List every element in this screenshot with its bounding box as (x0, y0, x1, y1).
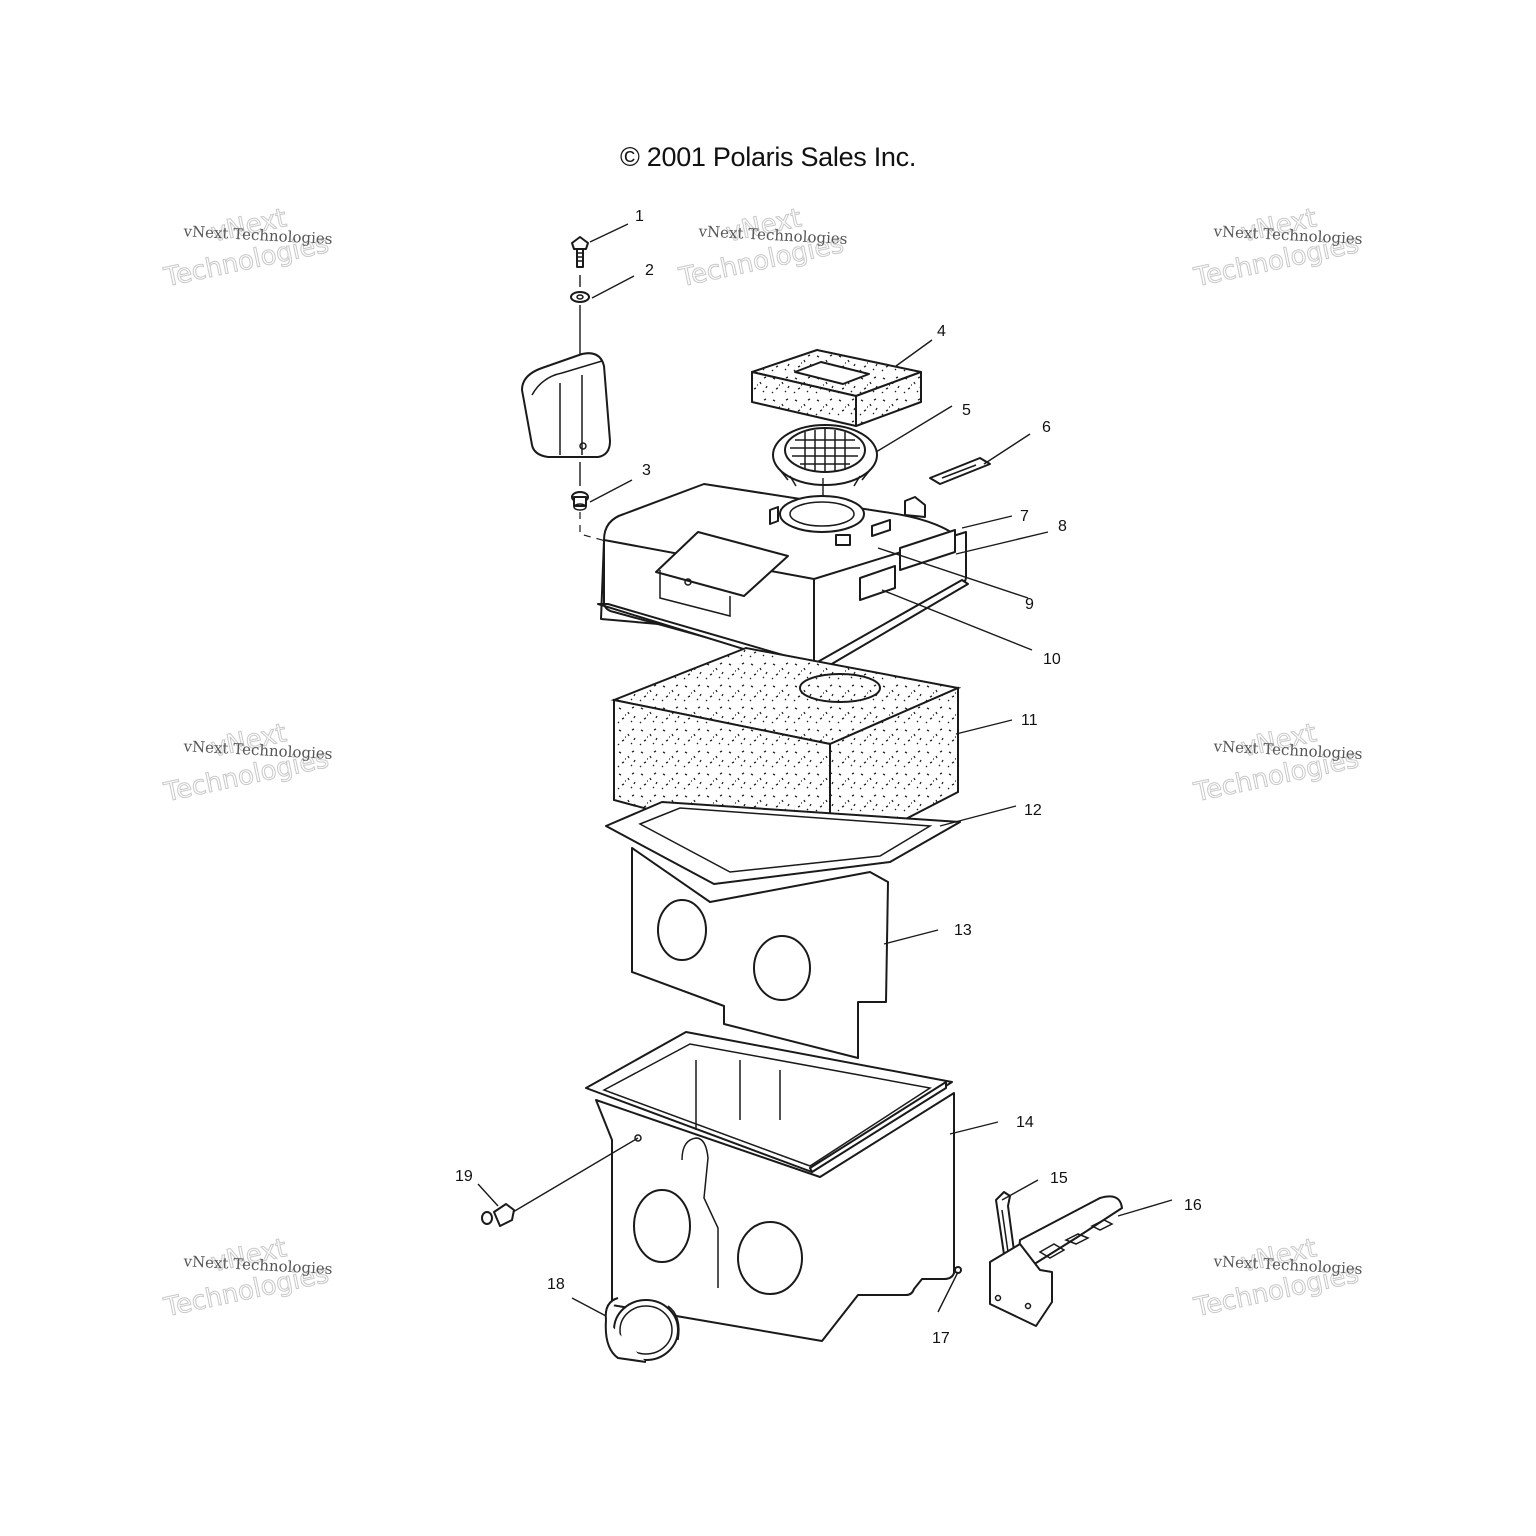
leader-lines (477, 223, 1173, 1317)
callout-18: 18 (547, 1276, 565, 1293)
part-2-washer (570, 291, 590, 303)
callout-1: 1 (635, 208, 644, 225)
part-7-airbox-lid (597, 483, 969, 673)
callout-10: 10 (1043, 651, 1061, 668)
callout-6: 6 (1042, 419, 1051, 436)
part-18-intake-boot (604, 1297, 680, 1363)
callout-3: 3 (642, 462, 651, 479)
callout-12: 12 (1024, 802, 1042, 819)
part-5-screen (772, 424, 878, 510)
alignment-line (512, 1137, 639, 1213)
part-19-drain-fitting (481, 1203, 515, 1227)
part-16-bracket (989, 1195, 1123, 1327)
callout-14: 14 (1016, 1114, 1034, 1131)
callout-11: 11 (1021, 712, 1038, 729)
callout-8: 8 (1058, 518, 1067, 535)
part-12-gasket (605, 801, 961, 885)
part-4-foam-pad (751, 349, 922, 427)
callout-4: 4 (937, 323, 946, 340)
callout-9: 9 (1025, 596, 1034, 613)
callout-5: 5 (962, 402, 971, 419)
callout-2: 2 (645, 262, 654, 279)
callout-19: 19 (455, 1168, 473, 1185)
part-3-grommet (571, 491, 589, 511)
callout-13: 13 (954, 922, 972, 939)
callout-17: 17 (932, 1330, 950, 1347)
part-13-baffle-plate (631, 847, 889, 1059)
part-6-strip (929, 457, 991, 485)
intake-cover (521, 352, 611, 458)
callout-15: 15 (1050, 1170, 1068, 1187)
callout-7: 7 (1020, 508, 1029, 525)
copyright-notice: © 2001 Polaris Sales Inc. (619, 142, 917, 172)
callout-numbers: 1 2 3 4 5 6 7 8 9 10 11 12 13 14 15 16 1… (455, 208, 1202, 1347)
part-14-airbox-base (585, 1031, 955, 1342)
part-1-screw (571, 236, 589, 268)
callout-16: 16 (1184, 1197, 1202, 1214)
